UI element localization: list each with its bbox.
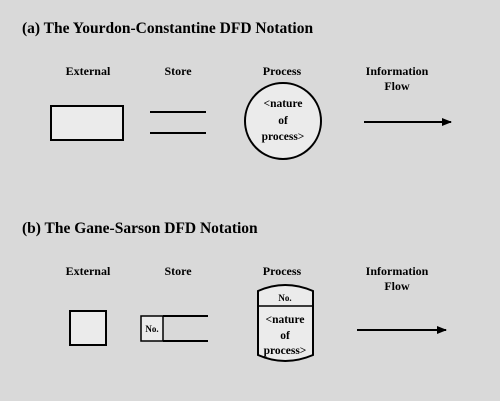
section-b-store-label: Store [164, 264, 192, 278]
section-a-flow-label-line1: Information [365, 64, 429, 78]
section-b-flow-label: Information Flow [352, 264, 442, 294]
section-a-flow-label-line2: Flow [384, 79, 410, 93]
section-b-title: (b) The Gane-Sarson DFD Notation [22, 220, 258, 237]
section-a-store-label: Store [164, 64, 192, 78]
section-b-process-id: No. [278, 293, 291, 303]
section-b-process-text-2: of [280, 330, 290, 342]
section-a-external-entity [50, 105, 124, 141]
section-b-process-text-3: process> [264, 345, 307, 357]
section-b-process-label: Process [262, 264, 302, 278]
section-a-data-store [150, 111, 206, 134]
section-a-process-text-3: process> [262, 131, 305, 143]
section-b-flow-label-line2: Flow [384, 279, 410, 293]
section-a-title: (a) The Yourdon-Constantine DFD Notation [22, 20, 314, 37]
section-b-process-box [257, 284, 314, 362]
section-a-flow-label: Information Flow [352, 64, 442, 94]
section-b-data-store [140, 315, 208, 342]
section-a-process-circle [244, 82, 322, 160]
section-b-store-id: No. [145, 324, 158, 334]
section-a-external-label: External [65, 64, 111, 78]
section-b-process-text-1: <nature [266, 314, 305, 326]
section-a-process-text-1: <nature [264, 98, 303, 110]
section-b-external-entity [69, 310, 107, 346]
section-a-process-text-2: of [278, 115, 288, 127]
section-a-process-label: Process [262, 64, 302, 78]
section-b-external-label: External [65, 264, 111, 278]
section-b-flow-label-line1: Information [365, 264, 429, 278]
